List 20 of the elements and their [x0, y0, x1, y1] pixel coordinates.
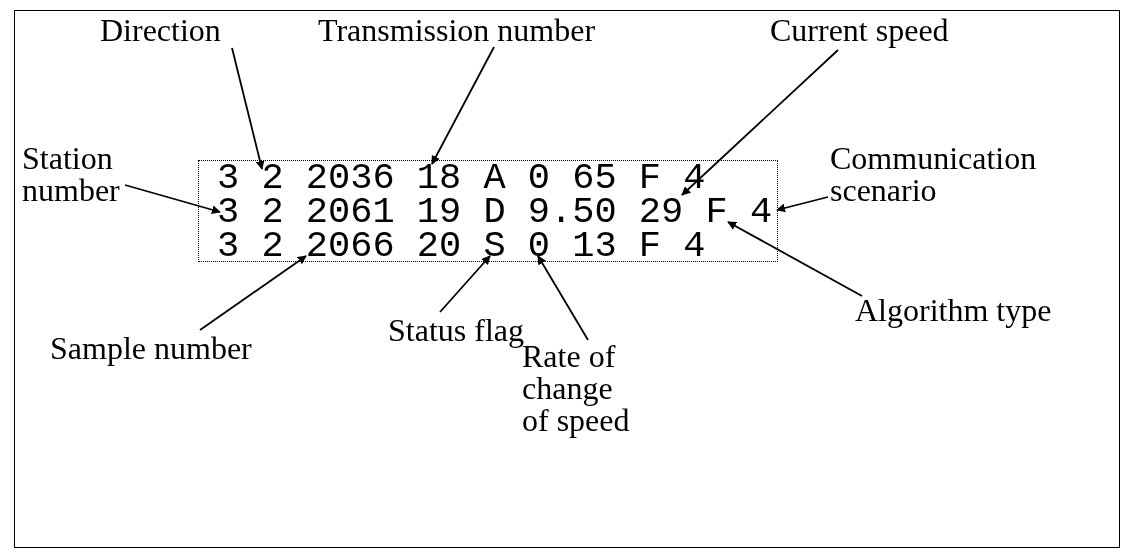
- leader-arrow: [199, 255, 307, 331]
- field-label: Sample number: [50, 332, 252, 364]
- data-record-line: 3 2 2061 19 D 9.50 29 F 4: [217, 195, 773, 229]
- leader-arrow: [727, 221, 863, 297]
- field-label: Transmission number: [318, 14, 596, 46]
- leader-arrow: [124, 184, 221, 215]
- leader-arrow: [776, 196, 829, 213]
- field-label: Station number: [22, 142, 142, 206]
- leader-arrow: [231, 47, 265, 170]
- field-label: Direction: [100, 14, 221, 46]
- leader-arrow: [681, 49, 839, 196]
- field-label: Current speed: [770, 14, 949, 46]
- field-label: Status flag: [388, 314, 524, 346]
- leader-arrow: [537, 255, 589, 341]
- field-label: Algorithm type: [855, 294, 1052, 326]
- data-record-box: [198, 160, 778, 262]
- field-label: Communication scenario: [830, 142, 1070, 206]
- leader-arrow: [439, 255, 491, 313]
- leader-arrow: [431, 46, 495, 165]
- data-record-line: 3 2 2066 20 S 0 13 F 4: [217, 229, 706, 263]
